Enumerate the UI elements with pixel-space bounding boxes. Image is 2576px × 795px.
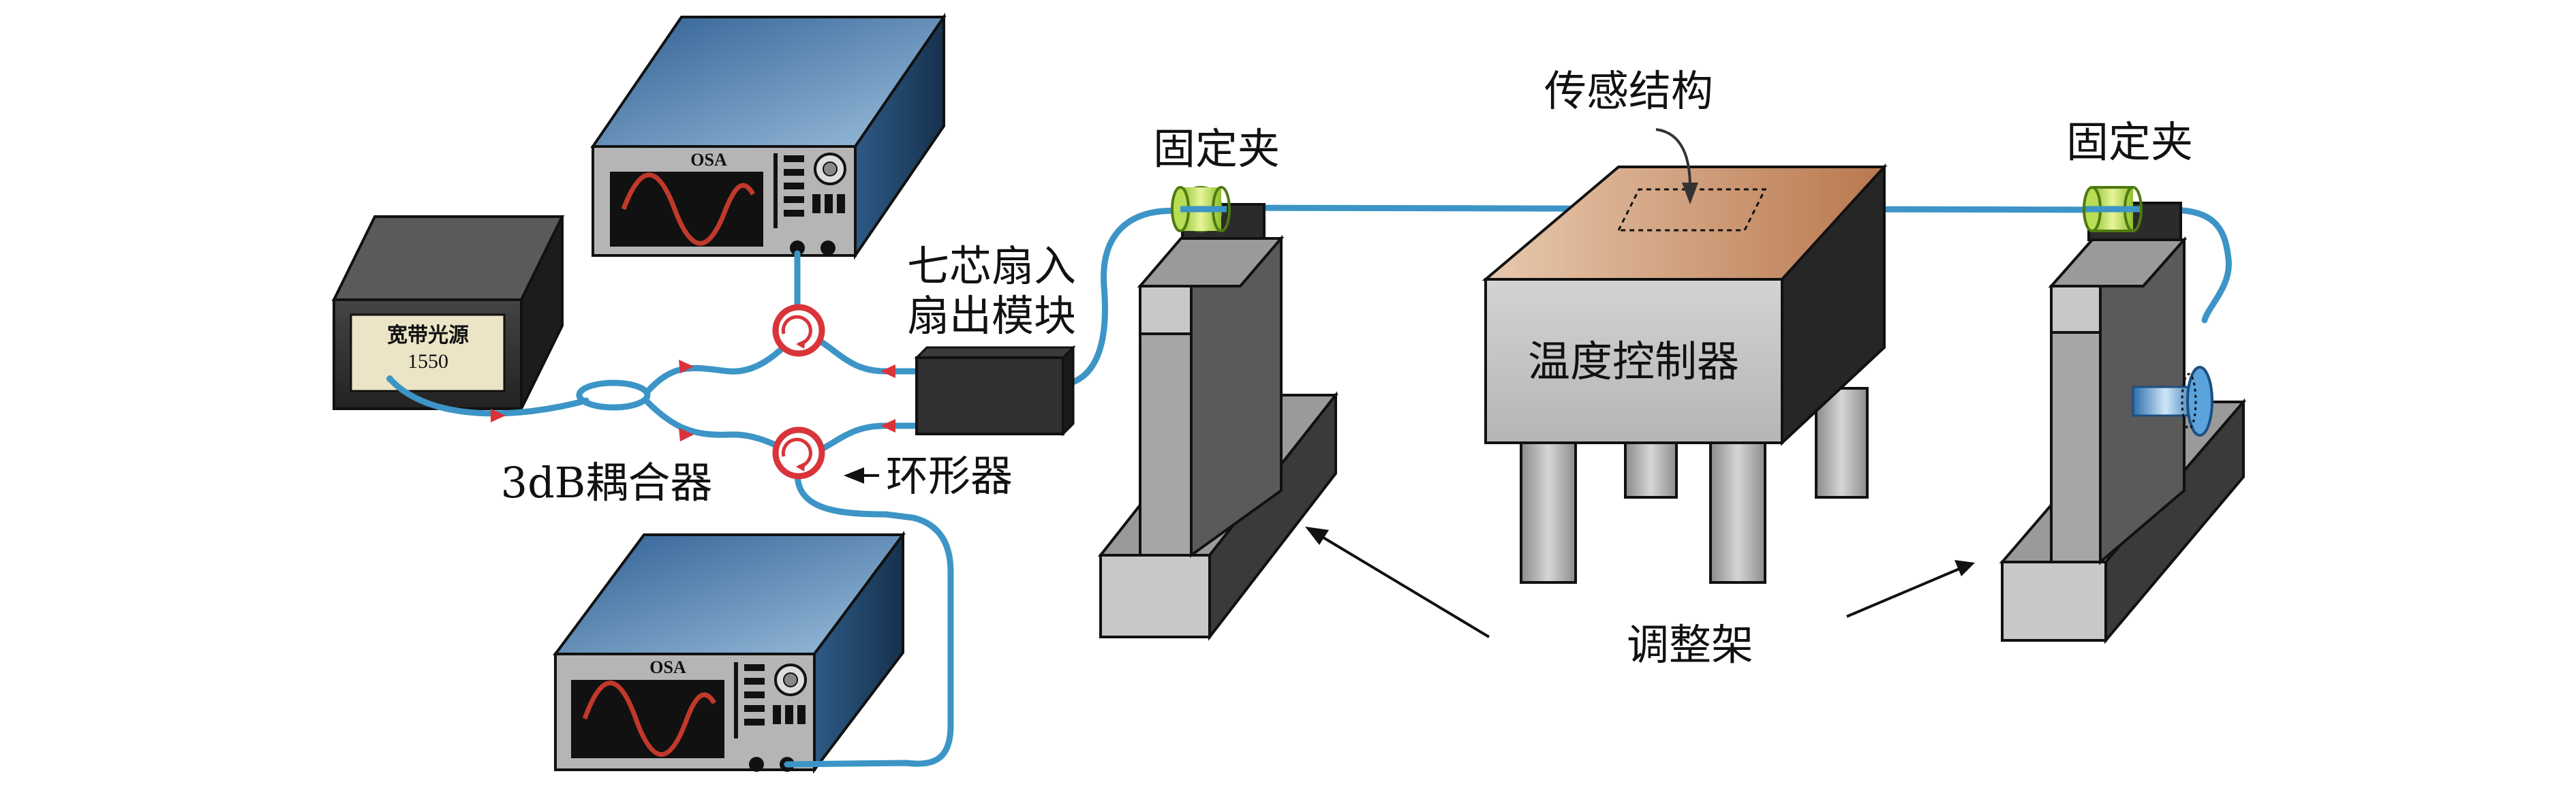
- fiber-paths: [386, 204, 2232, 768]
- clamp-right: [2083, 186, 2143, 232]
- label-coupler: 3dB耦合器: [501, 458, 713, 508]
- osa-bottom-keypad-icon: [734, 662, 806, 738]
- label-circulator: 环形器: [886, 451, 1013, 501]
- label-sensing-structure: 传感结构: [1544, 66, 1713, 116]
- circulator-bottom: [772, 426, 825, 480]
- osa-top-label: OSA: [690, 150, 727, 170]
- broadband-source: 宽带光源 1550: [331, 215, 565, 410]
- osa-top-wave: [621, 172, 756, 246]
- label-adjust-frame: 调整架: [1627, 620, 1753, 670]
- osa-bottom-label: OSA: [649, 657, 686, 677]
- sensing-pointer-arrow: [1655, 128, 1691, 188]
- osa-top-port-icon: [790, 240, 805, 255]
- circulator-pointer-arrow: [844, 467, 879, 484]
- osa-top-keypad-icon: [773, 153, 845, 228]
- adjust-frame-left: [1097, 203, 1339, 641]
- sensing-area-marker: [1616, 188, 1767, 232]
- osa-top: OSA: [590, 12, 947, 260]
- fan-in-fan-out-module: [914, 345, 1076, 437]
- source-wavelength: 1550: [408, 350, 448, 373]
- source-name: 宽带光源: [387, 324, 469, 347]
- label-temperature-controller: 温度控制器: [1528, 337, 1739, 386]
- temperature-controller: [1482, 163, 1888, 584]
- label-fan-module-line1: 七芯扇入: [907, 241, 1076, 291]
- fiber-direction-arrows: [491, 360, 895, 441]
- circulator-top: [772, 304, 825, 357]
- adjustment-screw-icon: [2132, 366, 2213, 437]
- osa-bottom-port-icon: [749, 757, 764, 772]
- osa-bottom: OSA: [553, 530, 906, 774]
- adjust-frame-pointer-right: [1846, 560, 1975, 618]
- clamp-left: [1171, 186, 1231, 232]
- label-fan-module-line2: 扇出模块: [907, 291, 1076, 341]
- osa-bottom-wave: [582, 681, 717, 757]
- label-clamp-left: 固定夹: [1153, 124, 1280, 174]
- label-clamp-right: 固定夹: [2066, 117, 2193, 167]
- adjust-frame-pointer-left: [1305, 527, 1490, 638]
